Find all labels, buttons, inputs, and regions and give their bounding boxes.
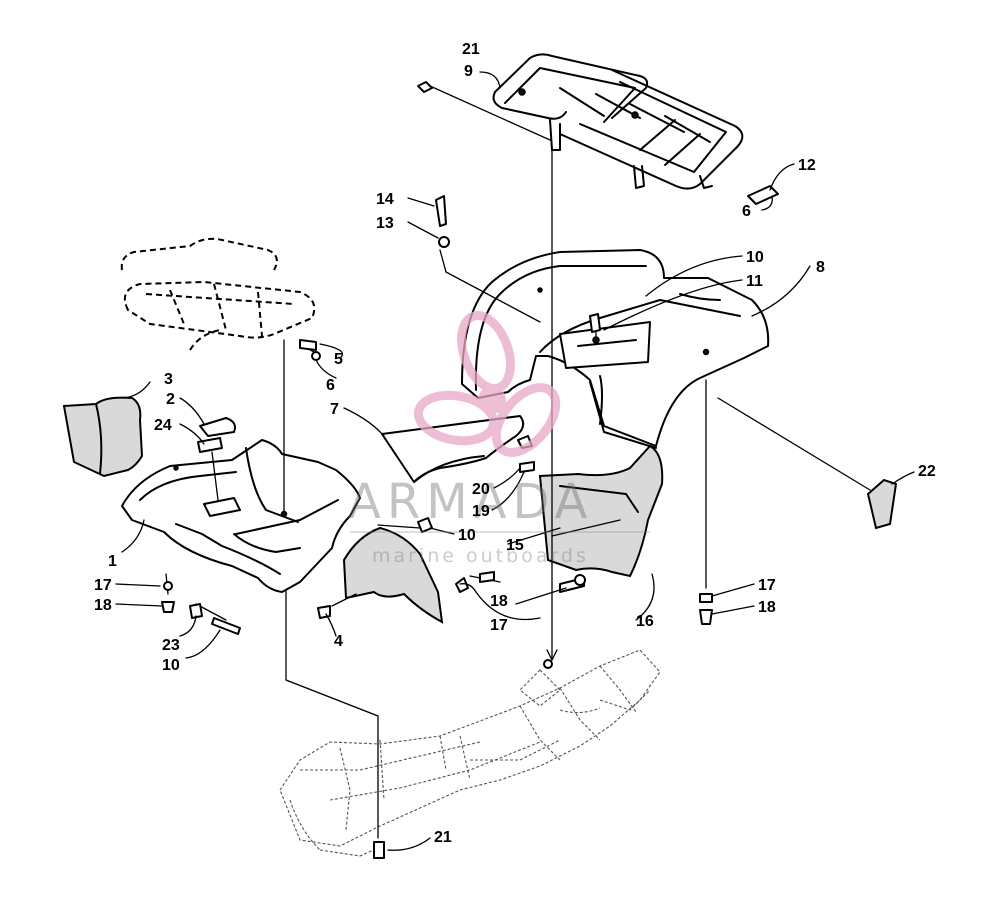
front-panel-insert	[62, 396, 144, 478]
callout-6-front: 6	[326, 377, 335, 394]
callout-14: 14	[376, 191, 394, 208]
callout-1-front-fender: 1	[108, 553, 117, 570]
callout-leaders	[115, 71, 915, 851]
callout-18-left: 18	[94, 597, 112, 614]
watermark-brand: ARMADA	[348, 474, 593, 530]
callout-9-rear-rack: 9	[464, 63, 473, 80]
front-lower-panel	[342, 526, 444, 624]
chassis-frame	[279, 649, 661, 857]
callout-23: 23	[162, 637, 180, 654]
callout-20: 20	[472, 481, 490, 498]
callout-18-right: 18	[758, 599, 776, 616]
callout-3: 3	[164, 371, 173, 388]
callout-22-reflector: 22	[918, 463, 936, 480]
callout-21-rack-bolt: 21	[462, 41, 480, 58]
callout-10-lower: 10	[162, 657, 180, 674]
callout-13: 13	[376, 215, 394, 232]
callout-10-upper: 10	[746, 249, 764, 266]
alignment-lines	[165, 85, 871, 839]
rear-fender	[461, 249, 770, 449]
front-fender	[121, 439, 361, 593]
callout-17-right: 17	[758, 577, 776, 594]
callout-labels: 21 9 12 6 14 13 10 11 8 5 6 7 3 2 24 1 1…	[94, 41, 936, 846]
callout-12-tube-plug: 12	[798, 157, 816, 174]
fasteners	[161, 81, 713, 859]
callout-21-frame-bolt: 21	[434, 829, 452, 846]
watermark-tagline: marine outboards	[372, 545, 589, 567]
storage-cap	[199, 417, 236, 437]
callout-8-rear-fender: 8	[816, 259, 825, 276]
callout-18-center: 18	[490, 593, 508, 610]
latch-plate	[197, 437, 223, 453]
callout-17-center: 17	[490, 617, 508, 634]
callout-17-left: 17	[94, 577, 112, 594]
callout-16: 16	[636, 613, 654, 630]
propeller-logo	[413, 311, 561, 457]
propeller-blade-top	[457, 311, 515, 393]
callout-4: 4	[334, 633, 343, 650]
callout-15: 15	[506, 537, 524, 554]
callout-24: 24	[154, 417, 172, 434]
callout-19: 19	[472, 503, 490, 520]
watermark: ARMADA marine outboards	[348, 311, 650, 567]
callout-7: 7	[330, 401, 339, 418]
reflector	[866, 478, 898, 530]
propeller-hub	[478, 386, 506, 414]
propeller-blade-left	[413, 390, 499, 446]
front-rack-reference	[120, 237, 316, 351]
callout-6-rear: 6	[742, 203, 751, 220]
rear-rack	[492, 53, 744, 190]
callout-2: 2	[166, 391, 175, 408]
rack-tube-plug	[747, 185, 779, 205]
rear-side-panel	[538, 444, 664, 578]
callout-10-middle: 10	[458, 527, 476, 544]
propeller-blade-right	[491, 383, 561, 457]
callout-11: 11	[746, 273, 763, 290]
callout-5: 5	[334, 351, 343, 368]
